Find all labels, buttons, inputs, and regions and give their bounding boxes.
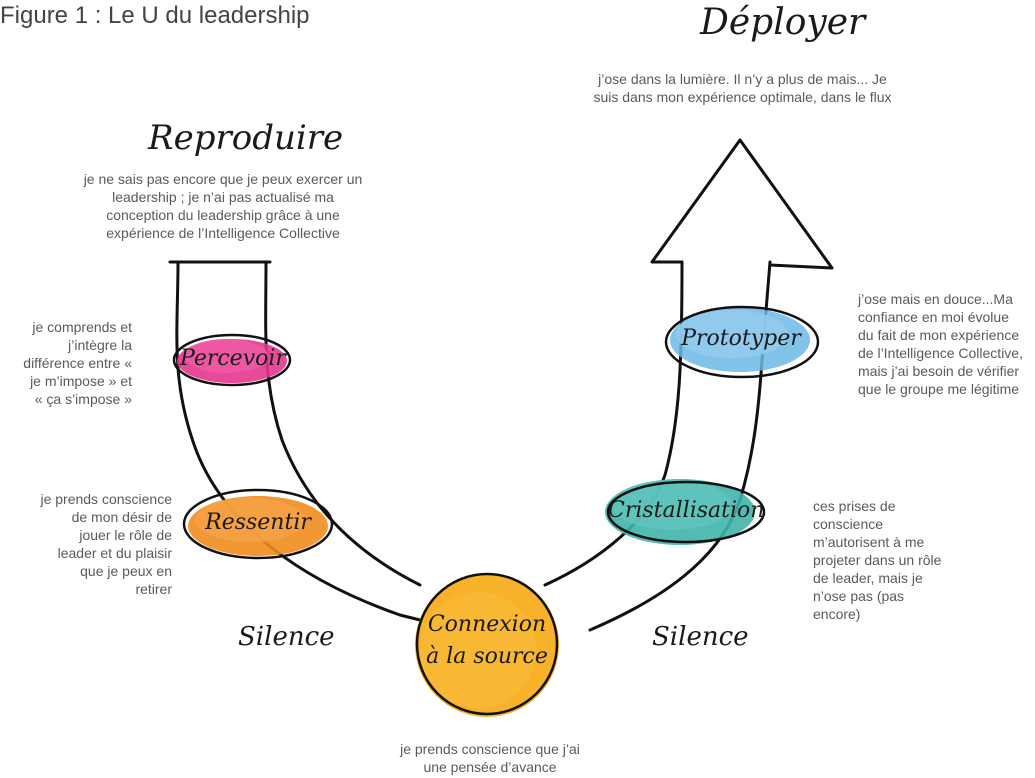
silence-right-label: Silence [652,622,749,652]
figure-title: Figure 1 : Le U du leadership [0,2,310,29]
ressentir-description: je prends conscience de mon désir de jou… [40,491,172,597]
percevoir-description: je comprends et j’intègre la différence … [23,319,132,407]
prototyper-description: j’ose mais en douce...Ma confiance en mo… [858,291,1023,397]
deployer-description: j’ose dans la lumière. Il n’y a plus de … [593,71,892,105]
u-right-arm [543,138,834,632]
cristallisation-label: Cristallisation [608,498,765,523]
u-left-arm [168,260,422,622]
connexion-blob [415,572,559,717]
silence-left-label: Silence [238,622,335,652]
reproduire-heading: Reproduire [148,118,344,158]
connexion-description: je prends conscience que j’ai une pensée… [400,741,580,775]
percevoir-label: Percevoir [180,346,286,371]
cristallisation-description: ces prises de conscience m’autorisent à … [813,498,942,622]
prototyper-blob [664,305,820,379]
reproduire-description: je ne sais pas encore que je peux exerce… [83,171,363,241]
connexion-label-line2: à la source [426,644,548,669]
deployer-heading: Déployer [700,2,866,43]
prototyper-label: Prototyper [681,326,801,351]
percevoir-blob [172,333,292,387]
ressentir-blob [182,488,334,560]
connexion-label-line1: Connexion [427,612,547,637]
ressentir-label: Ressentir [205,510,311,535]
cristallisation-blob [605,479,766,545]
